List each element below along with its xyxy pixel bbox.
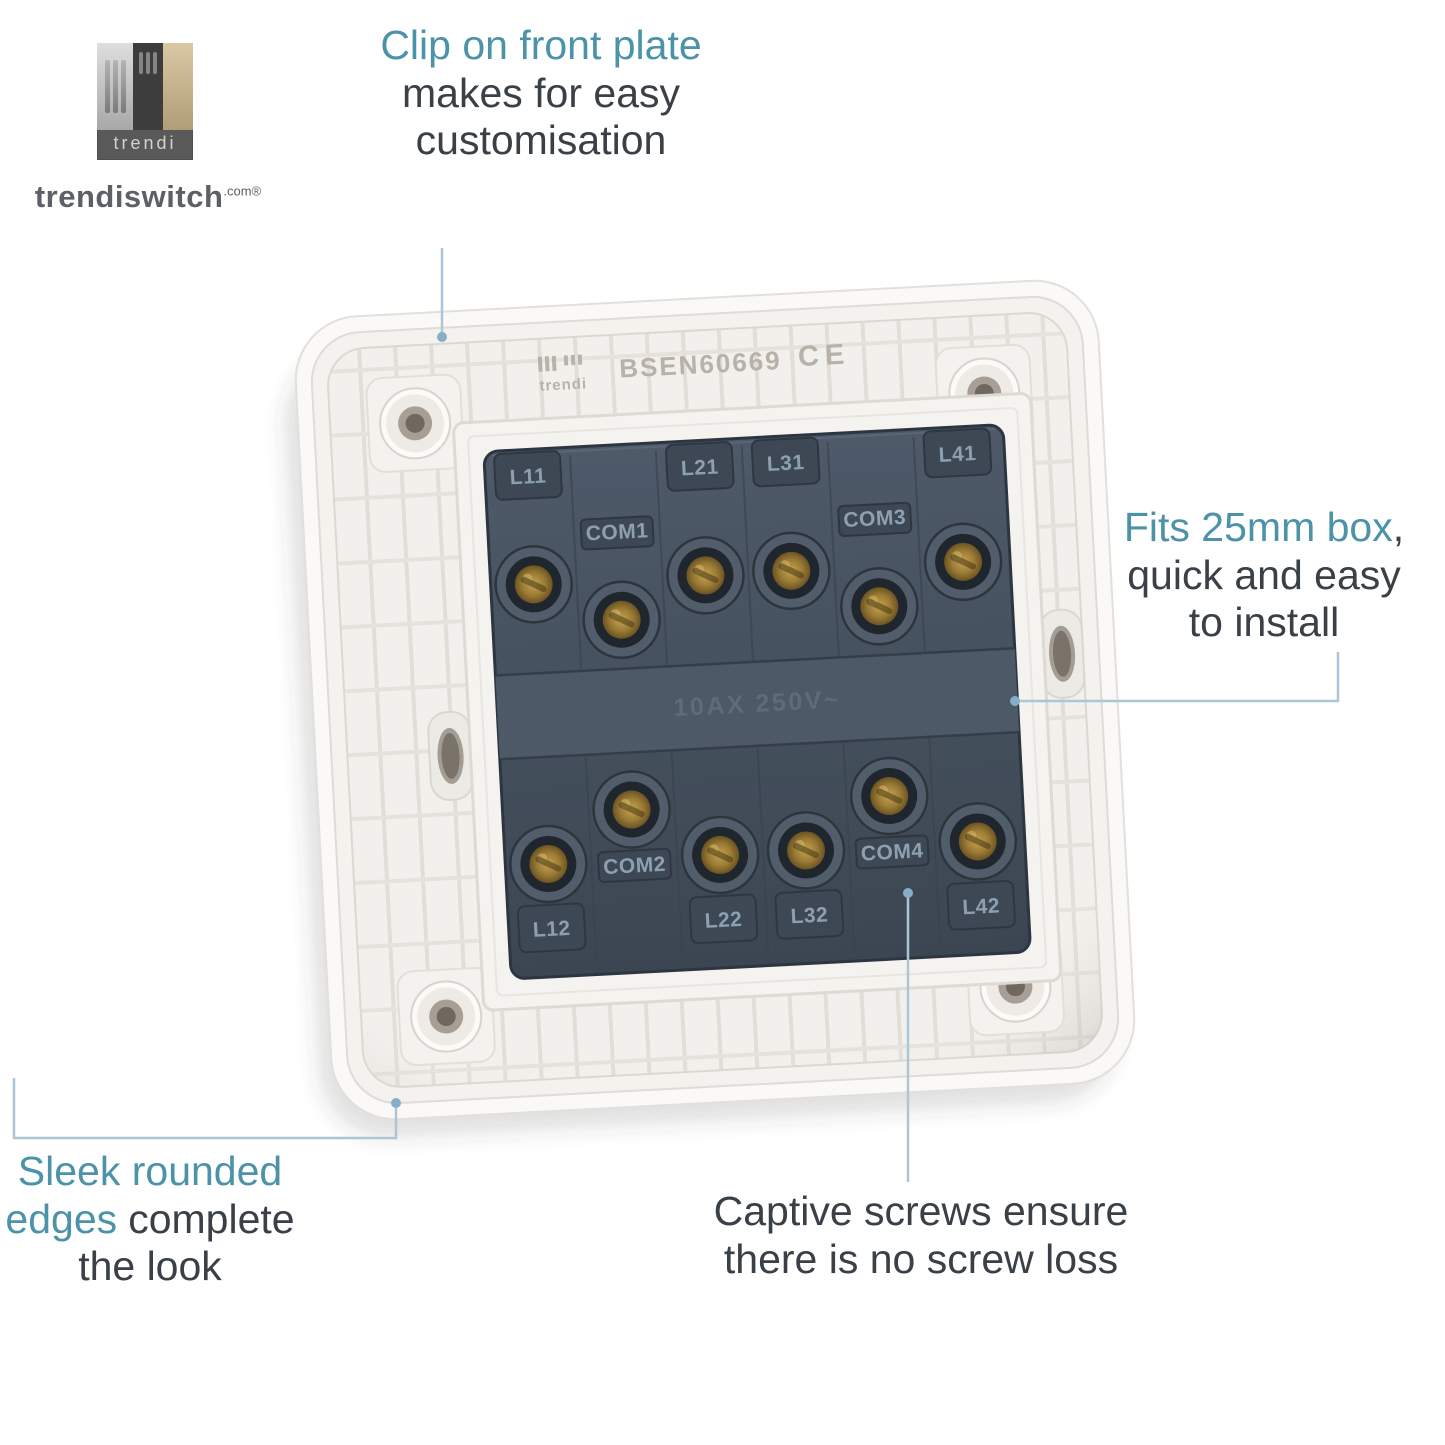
callout-line: Clip on front plate xyxy=(331,22,751,70)
terminal-label: L32 xyxy=(790,903,829,928)
callout-line: there is no screw loss xyxy=(723,1235,1119,1282)
switch-bar-icon xyxy=(104,59,110,114)
terminal-tabs xyxy=(493,427,1016,954)
callout-highlight: edges xyxy=(5,1195,118,1242)
switch-bar-icon xyxy=(112,59,118,114)
callout-punctuation: , xyxy=(1392,504,1405,550)
switch-bar-icon xyxy=(139,52,144,74)
callout-captive-screws: Captive screws ensure there is no screw … xyxy=(693,1188,1149,1283)
leader-lines xyxy=(12,248,1340,1182)
terminal-label: COM2 xyxy=(603,853,667,879)
band-edge xyxy=(499,730,1020,761)
callout-clip-on: Clip on front plate makes for easy custo… xyxy=(331,22,751,165)
screw-hole-bottom-left xyxy=(395,966,497,1067)
logo-switch-panels xyxy=(97,43,193,130)
callout-line: makes for easy xyxy=(402,69,680,116)
callout-line: quick and easy xyxy=(1127,551,1401,598)
brand-tld: .com xyxy=(223,183,252,199)
terminal-label: L22 xyxy=(704,908,743,933)
switch-bar-icon xyxy=(120,59,126,114)
switch-plate-back: trendi BSEN60669 CE xyxy=(294,279,1136,1121)
leader-sleek-edges xyxy=(12,1078,398,1140)
callout-line: customisation xyxy=(415,117,667,164)
logo-panel-gold xyxy=(163,43,193,130)
leader-dot xyxy=(1010,696,1020,706)
leader-dot xyxy=(437,332,447,342)
callout-line: the look xyxy=(78,1243,222,1290)
terminal-label: L12 xyxy=(532,917,571,942)
callout-highlight: Sleek rounded xyxy=(17,1148,283,1194)
switch-mechanism: L11 COM1 L21 L31 COM3 L41 L12 COM2 L22 L… xyxy=(482,423,1032,980)
brand-name: trendiswitch xyxy=(34,179,224,214)
leader-dots xyxy=(391,332,1020,1108)
terminal-label: L42 xyxy=(962,894,1001,919)
callout-line: Captive screws ensure xyxy=(713,1188,1129,1234)
side-slot-left xyxy=(426,709,475,802)
terminal-label: COM1 xyxy=(585,519,649,545)
terminal-label: L31 xyxy=(766,451,805,476)
switch-bar-icon xyxy=(153,52,158,74)
brand-wordmark: trendiswitch.com® xyxy=(14,179,282,215)
band-edge xyxy=(495,646,1015,677)
mini-trendi-logo-icon xyxy=(537,354,583,372)
screw-hole-top-left xyxy=(364,372,466,474)
mounting-frame-inner-line xyxy=(467,407,1048,997)
callout-highlight: Fits 25mm box xyxy=(1123,504,1393,550)
terminal-label: L21 xyxy=(680,456,719,481)
terminal-label: L11 xyxy=(509,465,547,490)
callout-highlight: Clip on front plate xyxy=(380,22,702,68)
leader-fits-box xyxy=(1018,652,1340,703)
callout-line: Fits 25mm box, xyxy=(1086,504,1442,552)
callout-text: complete xyxy=(128,1195,295,1242)
logo-panel-silver xyxy=(97,43,134,130)
leader-dot xyxy=(903,888,913,898)
logo-panel-dark xyxy=(133,43,164,130)
callout-line: to install xyxy=(1188,599,1340,646)
ce-mark: CE xyxy=(797,338,851,373)
callout-line: Sleek rounded xyxy=(2,1148,298,1196)
callout-fits-box: Fits 25mm box, quick and easy to install xyxy=(1086,504,1442,647)
switch-bar-icon xyxy=(146,52,151,74)
terminal-label: L41 xyxy=(938,442,977,467)
logo-wordmark: trendi xyxy=(113,133,177,153)
mechanism-center-band xyxy=(495,648,1020,760)
registered-trademark-icon: ® xyxy=(251,183,262,199)
leader-dot xyxy=(391,1098,401,1108)
trendi-logo: trendi xyxy=(97,43,193,160)
terminal-label: COM3 xyxy=(843,506,907,532)
terminal-label: COM4 xyxy=(860,839,924,865)
mechanism-top-highlight xyxy=(491,427,996,457)
plate-brand-text: trendi xyxy=(539,375,587,394)
